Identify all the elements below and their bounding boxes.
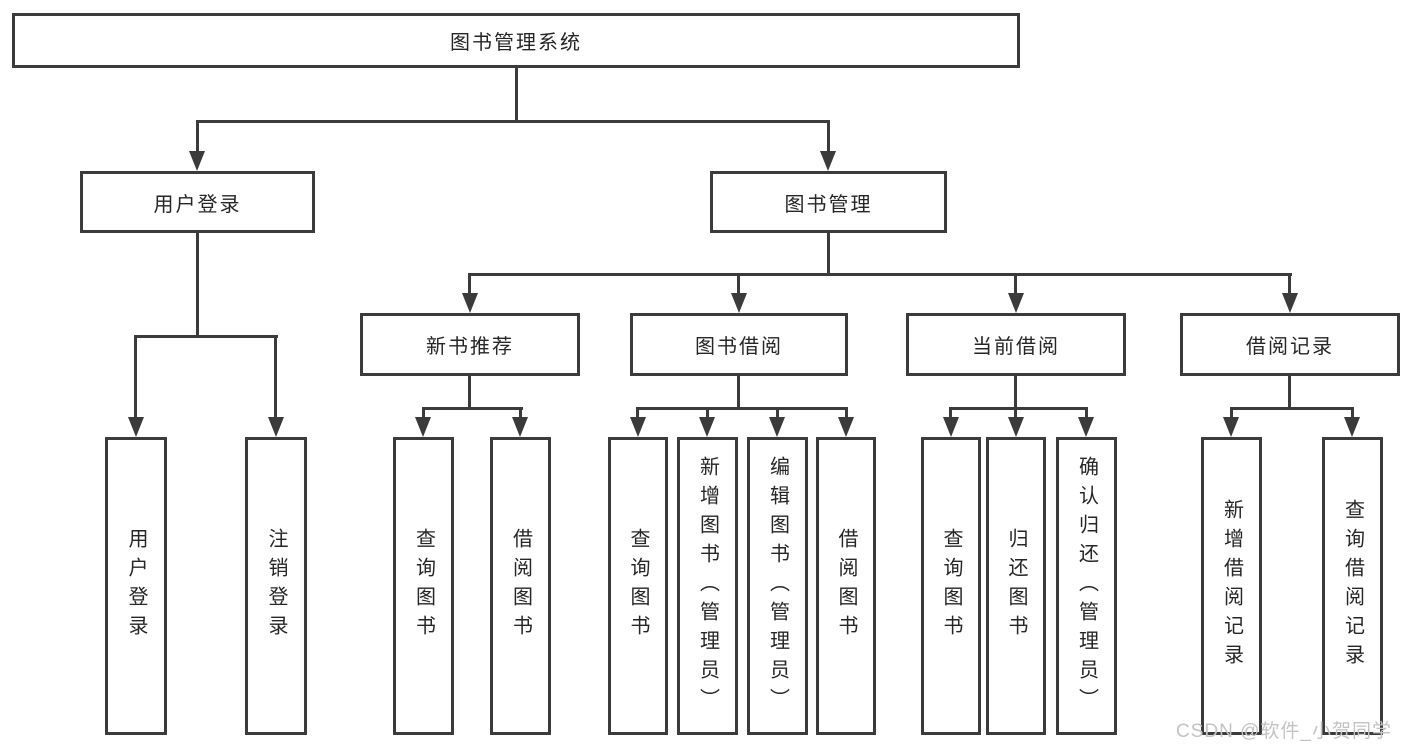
arrow-down-icon: [512, 417, 528, 437]
arrow-down-icon: [630, 417, 646, 437]
leaf-query-books-recommend: 查询图书: [393, 437, 454, 735]
arrow-down-icon: [1008, 417, 1024, 437]
connector-records-bar: [1230, 407, 1354, 410]
node-book-borrowing-label: 图书借阅: [695, 336, 783, 358]
node-library-system-label: 图书管理系统: [450, 32, 582, 54]
node-current-borrowing-label: 当前借阅: [972, 336, 1060, 358]
leaf-edit-book-admin-label: 编辑图书（管理员）: [766, 455, 789, 717]
leaf-confirm-return-admin: 确认归还（管理员）: [1056, 437, 1117, 735]
connector-records-drop-1: [1230, 407, 1233, 419]
node-current-borrowing: 当前借阅: [906, 313, 1126, 376]
arrow-down-icon: [699, 417, 715, 437]
connector-recommend-trunk: [468, 376, 471, 409]
connector-login-bar: [134, 335, 278, 338]
leaf-return-book-label: 归还图书: [1005, 528, 1027, 644]
arrow-down-icon: [731, 293, 747, 313]
leaf-add-book-admin-label: 新增图书（管理员）: [696, 455, 719, 717]
connector-current-drop-2: [1014, 407, 1017, 419]
node-user-login: 用户登录: [80, 171, 315, 233]
leaf-user-login-label: 用户登录: [125, 528, 147, 644]
leaf-return-book: 归还图书: [986, 437, 1046, 735]
leaf-query-borrow-record: 查询借阅记录: [1322, 437, 1383, 735]
node-user-login-label: 用户登录: [153, 193, 242, 216]
connector-borrowing-drop-4: [845, 407, 848, 419]
leaf-query-books-current-label: 查询图书: [940, 528, 962, 644]
connector-borrowing-trunk: [737, 376, 740, 409]
arrow-down-icon: [838, 417, 854, 437]
connector-current-trunk: [1014, 376, 1017, 409]
arrow-down-icon: [943, 417, 959, 437]
connector-root-drop-right: [827, 120, 830, 153]
connector-mgmt-drop-3: [1014, 273, 1017, 297]
arrow-down-icon: [415, 417, 431, 437]
leaf-user-login: 用户登录: [105, 437, 167, 735]
leaf-logout-label: 注销登录: [265, 528, 287, 644]
arrow-down-icon: [1344, 417, 1360, 437]
node-book-management-label: 图书管理: [784, 193, 873, 216]
connector-mgmt-drop-4: [1288, 273, 1291, 297]
connector-records-trunk: [1288, 376, 1291, 409]
node-book-borrowing: 图书借阅: [630, 313, 848, 376]
leaf-edit-book-admin: 编辑图书（管理员）: [747, 437, 808, 735]
leaf-add-borrow-record: 新增借阅记录: [1201, 437, 1262, 735]
connector-login-drop-1: [134, 335, 137, 419]
arrow-down-icon: [462, 293, 478, 313]
arrow-down-icon: [128, 417, 144, 437]
connector-current-drop-1: [949, 407, 952, 419]
connector-borrowing-drop-1: [636, 407, 639, 419]
connector-login-drop-2: [274, 335, 277, 419]
arrow-down-icon: [1008, 293, 1024, 313]
node-new-book-recommend-label: 新书推荐: [426, 336, 514, 358]
connector-root-drop-left: [196, 120, 199, 153]
leaf-borrow-books-recommend: 借阅图书: [490, 437, 551, 735]
arrow-down-icon: [189, 151, 205, 171]
arrow-down-icon: [1223, 417, 1239, 437]
connector-recommend-drop-2: [519, 407, 522, 419]
connector-current-drop-3: [1085, 407, 1088, 419]
arrow-down-icon: [820, 151, 836, 171]
connector-root-trunk: [515, 68, 518, 122]
connector-login-trunk: [196, 233, 199, 337]
leaf-query-borrow-record-label: 查询借阅记录: [1341, 499, 1364, 673]
node-borrow-records: 借阅记录: [1180, 313, 1400, 376]
leaf-logout: 注销登录: [245, 437, 307, 735]
arrow-down-icon: [1282, 293, 1298, 313]
leaf-query-books-borrowing: 查询图书: [608, 437, 668, 735]
connector-root-bar: [196, 120, 830, 123]
node-borrow-records-label: 借阅记录: [1246, 336, 1334, 358]
node-library-system: 图书管理系统: [12, 13, 1020, 68]
leaf-add-borrow-record-label: 新增借阅记录: [1220, 499, 1243, 673]
node-new-book-recommend: 新书推荐: [360, 313, 580, 376]
connector-mgmt-trunk: [827, 233, 830, 275]
connector-mgmt-drop-2: [737, 273, 740, 297]
connector-current-bar: [949, 407, 1088, 410]
leaf-borrow-books-recommend-label: 借阅图书: [509, 528, 532, 644]
leaf-add-book-admin: 新增图书（管理员）: [677, 437, 738, 735]
leaf-confirm-return-admin-label: 确认归还（管理员）: [1075, 455, 1098, 717]
connector-borrowing-drop-2: [706, 407, 709, 419]
connector-borrowing-drop-3: [776, 407, 779, 419]
leaf-borrow-books-label: 借阅图书: [835, 528, 857, 644]
leaf-query-books-recommend-label: 查询图书: [412, 528, 435, 644]
csdn-watermark: CSDN @软件_小贺同学: [1176, 721, 1392, 742]
connector-recommend-bar: [422, 407, 523, 410]
connector-mgmt-bar: [468, 273, 1292, 276]
connector-borrowing-bar: [636, 407, 848, 410]
leaf-query-books-current: 查询图书: [921, 437, 981, 735]
arrow-down-icon: [268, 417, 284, 437]
connector-records-drop-2: [1351, 407, 1354, 419]
node-book-management: 图书管理: [710, 171, 947, 233]
leaf-borrow-books: 借阅图书: [816, 437, 876, 735]
connector-recommend-drop-1: [422, 407, 425, 419]
arrow-down-icon: [769, 417, 785, 437]
leaf-query-books-borrowing-label: 查询图书: [627, 528, 649, 644]
connector-mgmt-drop-1: [468, 273, 471, 297]
arrow-down-icon: [1078, 417, 1094, 437]
